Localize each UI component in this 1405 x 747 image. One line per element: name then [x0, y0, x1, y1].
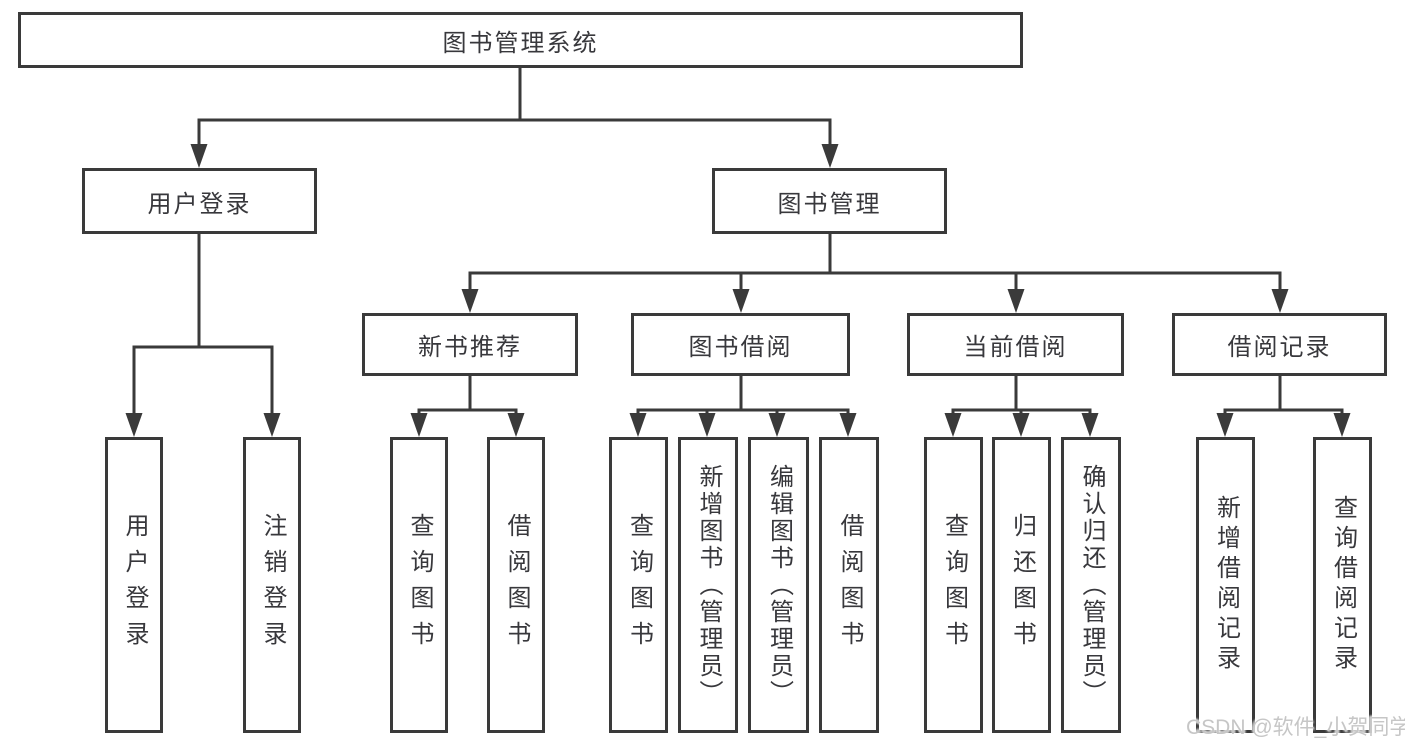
leaf-confirm-return-admin-label: 确认归还（管理员）	[1078, 463, 1105, 707]
connector-book-mgmt-branch	[468, 234, 1282, 293]
node-book-mgmt: 图书管理	[712, 168, 947, 234]
node-book-borrow: 图书借阅	[631, 313, 850, 376]
node-book-borrow-label: 图书借阅	[688, 334, 793, 361]
node-new-book-rec: 新书推荐	[362, 313, 578, 376]
leaf-edit-book-admin-label: 编辑图书（管理员）	[765, 463, 793, 707]
leaf-borrow-book: 借阅图书	[819, 437, 879, 733]
connector-borrow-record-branch	[1223, 376, 1344, 417]
node-current-borrow: 当前借阅	[907, 313, 1124, 376]
node-user-login: 用户登录	[82, 168, 317, 234]
connector-user-login-branch	[132, 234, 274, 417]
leaf-query-book-current: 查询图书	[924, 437, 983, 733]
connector-current-borrow-branch	[951, 376, 1092, 417]
connector-book-borrow-branch	[636, 376, 850, 417]
node-book-mgmt-label: 图书管理	[777, 190, 882, 218]
leaf-logout-login-label: 注销登录	[259, 513, 286, 657]
node-current-borrow-label: 当前借阅	[963, 334, 1068, 361]
leaf-borrow-book-rec: 借阅图书	[487, 437, 545, 733]
leaf-query-book-rec-label: 查询图书	[406, 513, 433, 657]
leaf-query-book-borrow-label: 查询图书	[625, 513, 653, 657]
leaf-add-borrow-record-label: 新增借阅记录	[1212, 495, 1240, 675]
leaf-return-book-label: 归还图书	[1008, 513, 1036, 657]
watermark: CSDN @软件_小贺同学	[1186, 716, 1405, 739]
node-new-book-rec-label: 新书推荐	[418, 334, 522, 361]
leaf-return-book: 归还图书	[992, 437, 1051, 733]
leaf-borrow-book-rec-label: 借阅图书	[503, 513, 530, 657]
node-root: 图书管理系统	[18, 12, 1023, 68]
leaf-user-login-label: 用户登录	[121, 513, 148, 657]
leaf-add-book-admin: 新增图书（管理员）	[678, 437, 738, 733]
leaf-borrow-book-label: 借阅图书	[836, 513, 863, 657]
node-borrow-record: 借阅记录	[1172, 313, 1387, 376]
node-user-login-label: 用户登录	[147, 190, 252, 218]
leaf-query-borrow-record: 查询借阅记录	[1313, 437, 1372, 733]
node-borrow-record-label: 借阅记录	[1227, 334, 1332, 361]
leaf-confirm-return-admin: 确认归还（管理员）	[1061, 437, 1121, 733]
leaf-add-borrow-record: 新增借阅记录	[1196, 437, 1255, 733]
leaf-query-borrow-record-label: 查询借阅记录	[1329, 495, 1357, 675]
leaf-query-book-rec: 查询图书	[390, 437, 448, 733]
leaf-logout-login: 注销登录	[243, 437, 301, 733]
node-root-label: 图书管理系统	[442, 29, 599, 57]
leaf-edit-book-admin: 编辑图书（管理员）	[748, 437, 809, 733]
connector-root-to-level2	[197, 68, 832, 148]
leaf-query-book-borrow: 查询图书	[609, 437, 668, 733]
connector-new-book-rec-branch	[417, 376, 518, 417]
leaf-user-login: 用户登录	[105, 437, 163, 733]
leaf-query-book-current-label: 查询图书	[940, 513, 968, 657]
leaf-add-book-admin-label: 新增图书（管理员）	[695, 463, 722, 707]
